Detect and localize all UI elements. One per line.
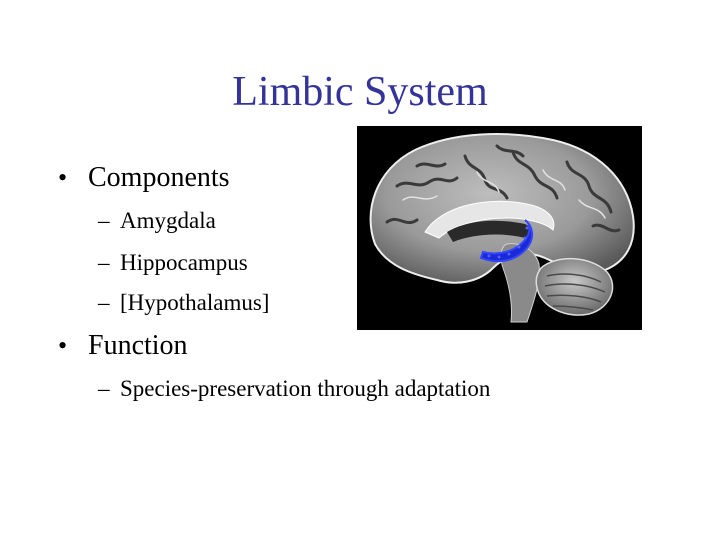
dash-icon: – [98,290,110,315]
sub-item-hippocampus: –Hippocampus [98,249,248,277]
brain-image [357,126,642,330]
sub-item-label: Hippocampus [120,250,248,275]
bullet-label: Components [88,162,230,193]
sub-item-species-preservation: –Species-preservation through adaptation [98,375,490,403]
sub-item-amygdala: –Amygdala [98,207,216,235]
dash-icon: – [98,376,110,401]
brain-midsagittal-icon [357,126,642,330]
sub-item-label: [Hypothalamus] [120,290,270,315]
sub-item-hypothalamus: –[Hypothalamus] [98,289,269,317]
dash-icon: – [98,250,110,275]
bullet-item-components: • Components [58,161,230,195]
sub-item-label: Amygdala [120,208,216,233]
sub-item-label: Species-preservation through adaptation [120,376,491,401]
bullet-icon: • [58,163,68,192]
bullet-label: Function [88,330,188,361]
bullet-item-function: • Function [58,329,188,363]
slide-title: Limbic System [232,69,488,115]
bullet-icon: • [58,331,68,360]
dash-icon: – [98,208,110,233]
